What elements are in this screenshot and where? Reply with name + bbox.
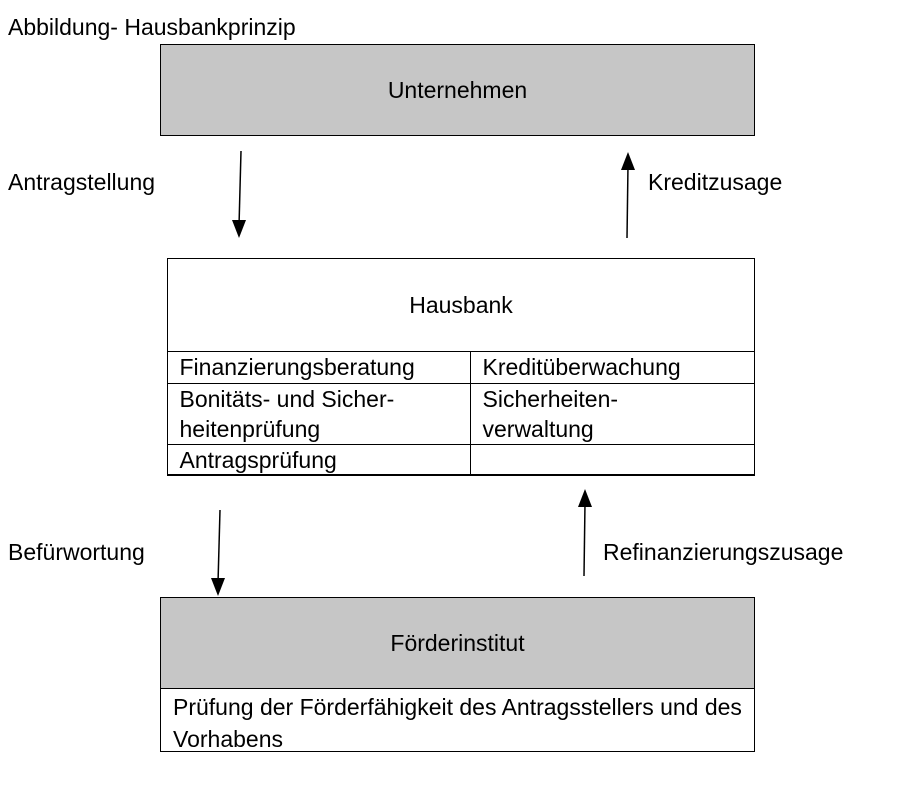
- edge-label-kreditzusage: Kreditzusage: [648, 169, 783, 195]
- arrow-head-down: [232, 220, 246, 238]
- unternehmen-box: Unternehmen: [160, 44, 755, 136]
- arrow-head-down: [211, 578, 225, 596]
- arrow-antragstellung: [232, 150, 246, 238]
- table-cell: Finanzierungsberatung: [166, 351, 471, 384]
- figure-title: Abbildung- Hausbankprinzip: [8, 14, 296, 40]
- table-cell: Sicherheiten- verwaltung: [469, 383, 755, 445]
- arrow-head-up: [578, 489, 592, 507]
- hausbank-label: Hausbank: [409, 291, 513, 318]
- edge-label-antragstellung: Antragstellung: [8, 169, 156, 195]
- foerderinstitut-description: Prüfung der Förderfähigkeit des Antragss…: [160, 687, 755, 752]
- arrow-kreditzusage: [621, 152, 635, 239]
- hausbank-header: Hausbank: [168, 259, 754, 351]
- foerderinstitut-box: Förderinstitut: [160, 597, 755, 689]
- table-cell: [469, 444, 755, 476]
- edge-label-befuerwortung: Befürwortung: [8, 539, 145, 565]
- unternehmen-label: Unternehmen: [387, 76, 528, 103]
- hausbank-task-table: Finanzierungsberatung Kreditüberwachung …: [166, 351, 755, 476]
- edge-label-refinanzierungszusage: Refinanzierungszusage: [603, 539, 844, 565]
- arrow-befuerwortung: [211, 509, 225, 596]
- table-row: Antragsprüfung: [166, 444, 755, 476]
- arrow-head-up: [621, 152, 635, 170]
- foerderinstitut-label: Förderinstitut: [390, 629, 525, 656]
- table-cell: Antragsprüfung: [166, 444, 471, 476]
- table-row: Bonitäts- und Sicher- heitenprüfung Sich…: [166, 383, 755, 445]
- hausbank-box: Hausbank Finanzierungsberatung Kreditübe…: [166, 258, 755, 476]
- arrow-refinanzierungszusage: [578, 489, 592, 577]
